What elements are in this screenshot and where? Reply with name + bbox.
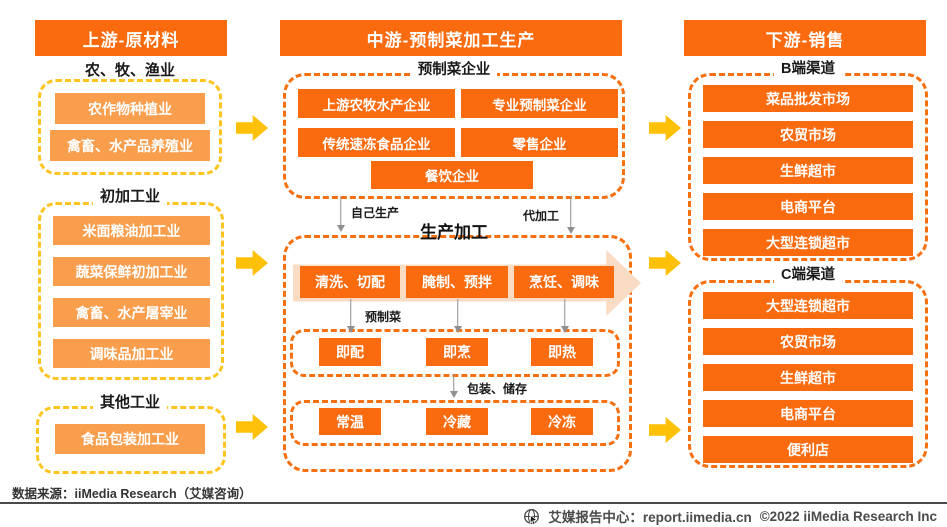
b-channel-item: 生鲜超市 xyxy=(703,157,913,184)
premade-dishes-label: 预制菜 xyxy=(365,310,402,324)
upstream-section-label-agriculture: 农、牧、渔业 xyxy=(38,62,222,80)
c-channel-item: 农贸市场 xyxy=(703,328,913,355)
right-arrow-icon xyxy=(236,414,268,440)
enterprise-item: 传统速冻食品企业 xyxy=(298,128,455,157)
process-step: 清洗、切配 xyxy=(300,266,400,298)
upstream-item: 调味品加工业 xyxy=(53,339,210,368)
b-channel-item: 电商平台 xyxy=(703,193,913,220)
footer-brand-text: 艾媒报告中心：report.iimedia.cn xyxy=(548,510,752,525)
midstream-header: 中游-预制菜加工生产 xyxy=(280,20,622,56)
c-channel-item: 生鲜超市 xyxy=(703,364,913,391)
right-arrow-icon xyxy=(649,250,681,276)
upstream-item: 蔬菜保鲜初加工业 xyxy=(53,257,210,286)
data-source-note: 数据来源：iiMedia Research（艾媒咨询） xyxy=(12,487,252,501)
c-channel-item: 便利店 xyxy=(703,436,913,463)
c-channel-label: C端渠道 xyxy=(688,266,928,284)
upstream-item: 农作物种植业 xyxy=(55,93,205,124)
storage-type-item: 冷冻 xyxy=(531,408,593,435)
self-production-label: 自己生产 xyxy=(351,206,400,220)
right-arrow-icon xyxy=(236,250,268,276)
c-channel-item: 电商平台 xyxy=(703,400,913,427)
production-box xyxy=(283,235,632,472)
down-arrow-icon xyxy=(452,299,463,333)
ready-type-item: 即配 xyxy=(319,338,381,366)
iimedia-globe-icon xyxy=(523,508,540,525)
b-channel-label: B端渠道 xyxy=(688,60,928,78)
ready-type-item: 即热 xyxy=(531,338,593,366)
right-arrow-icon xyxy=(236,115,268,141)
storage-types-box xyxy=(290,400,620,446)
enterprise-item: 上游农牧水产企业 xyxy=(298,89,455,118)
enterprise-item: 专业预制菜企业 xyxy=(461,89,618,118)
upstream-item: 禽畜、水产品养殖业 xyxy=(50,130,210,161)
enterprise-group-label: 预制菜企业 xyxy=(283,61,625,79)
footer-brand: 艾媒报告中心：report.iimedia.cn ©2022 iiMedia R… xyxy=(523,506,937,526)
production-label: 生产加工 xyxy=(420,223,488,242)
b-channel-item: 菜品批发市场 xyxy=(703,85,913,112)
storage-type-item: 冷藏 xyxy=(426,408,488,435)
upstream-item: 食品包装加工业 xyxy=(55,424,205,454)
downstream-header: 下游-销售 xyxy=(684,20,926,56)
right-arrow-icon xyxy=(649,115,681,141)
enterprise-item: 零售企业 xyxy=(461,128,618,157)
upstream-section-label-primary-processing: 初加工业 xyxy=(38,188,222,206)
upstream-section-label-other-industry: 其他工业 xyxy=(38,394,222,412)
upstream-header: 上游-原材料 xyxy=(35,20,227,56)
down-arrow-icon xyxy=(448,374,459,398)
oem-label: 代加工 xyxy=(523,209,560,223)
ready-type-item: 即烹 xyxy=(426,338,488,366)
package-storage-label: 包装、储存 xyxy=(467,382,528,396)
right-arrow-icon xyxy=(649,417,681,443)
process-step: 腌制、预拌 xyxy=(406,266,508,298)
b-channel-item: 农贸市场 xyxy=(703,121,913,148)
enterprise-item: 餐饮企业 xyxy=(371,161,533,189)
down-arrow-icon xyxy=(345,299,356,333)
storage-type-item: 常温 xyxy=(319,408,381,435)
footer-copyright: ©2022 iiMedia Research Inc xyxy=(759,508,937,524)
upstream-section-box-agriculture xyxy=(38,79,222,175)
upstream-item: 禽畜、水产屠宰业 xyxy=(53,298,210,327)
process-step: 烹饪、调味 xyxy=(514,266,614,298)
down-arrow-icon xyxy=(559,299,570,333)
c-channel-item: 大型连锁超市 xyxy=(703,292,913,319)
footer-divider xyxy=(0,502,947,504)
b-channel-item: 大型连锁超市 xyxy=(703,229,913,256)
upstream-item: 米面粮油加工业 xyxy=(53,216,210,245)
